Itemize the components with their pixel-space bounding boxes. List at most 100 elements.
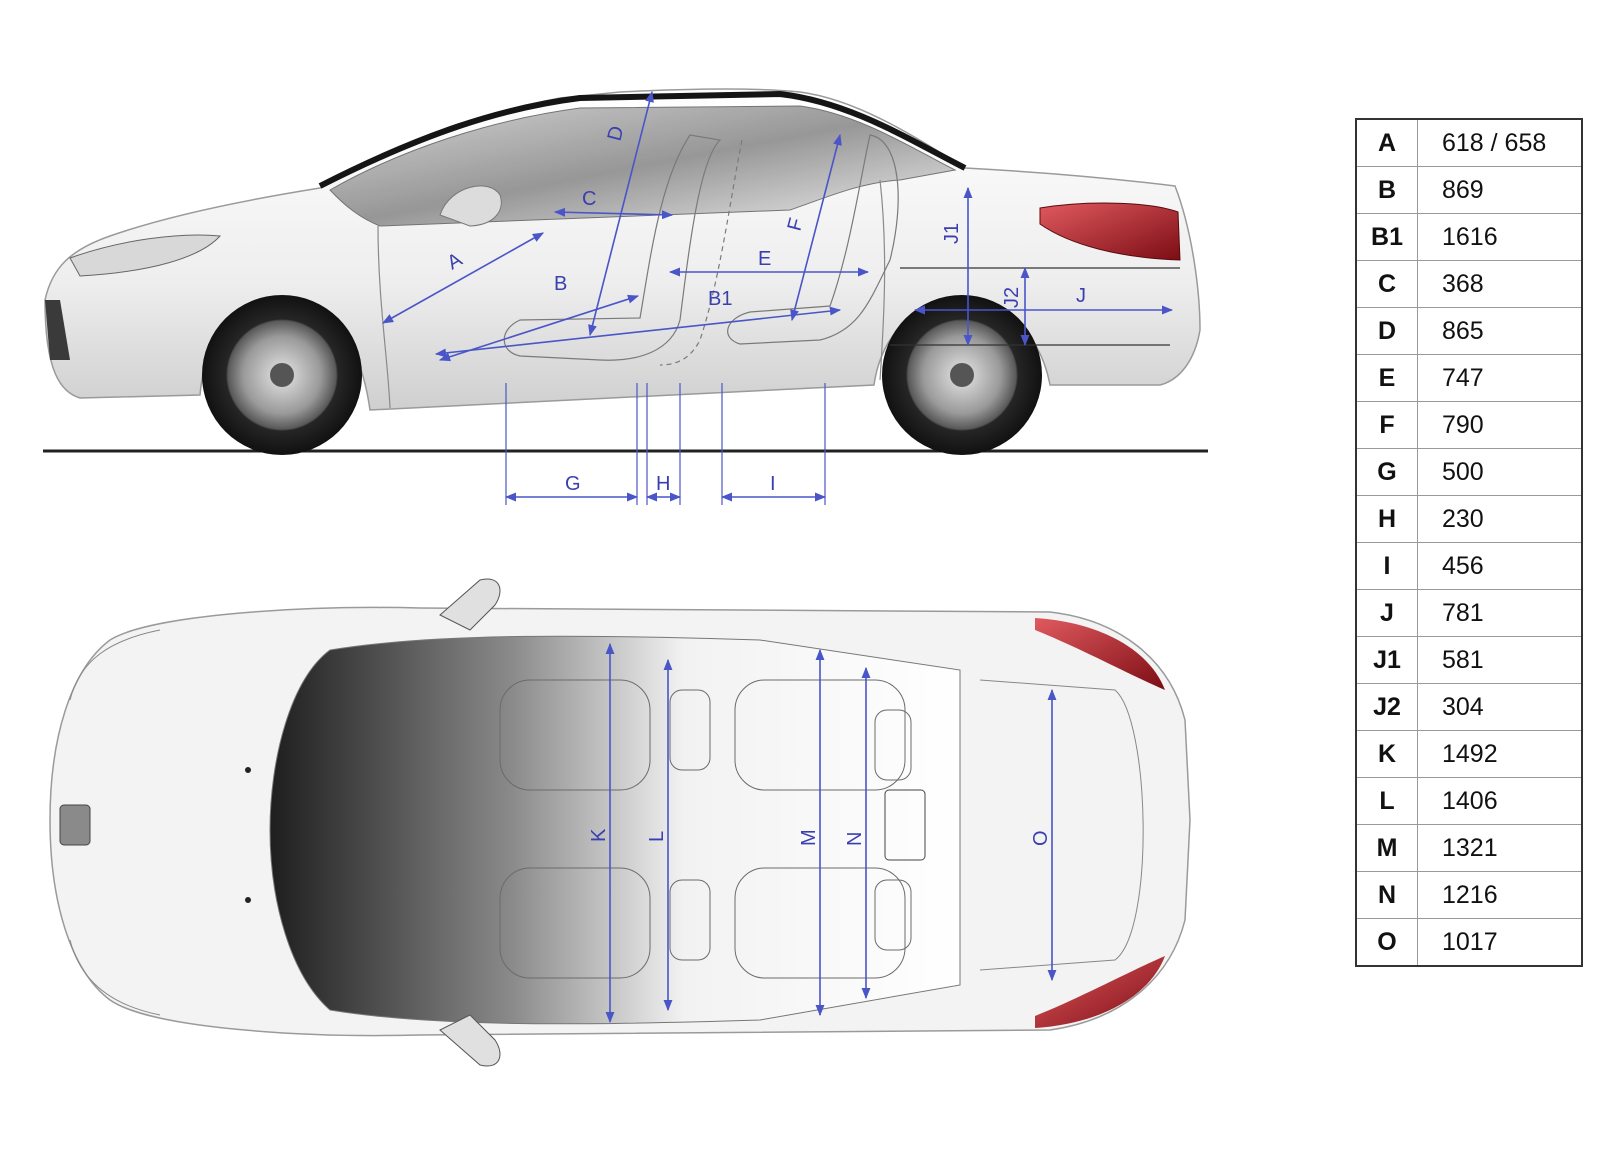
label-J1: J1: [941, 223, 963, 244]
dimension-value: 456: [1417, 542, 1583, 590]
dimension-value: 1406: [1417, 777, 1583, 825]
rear-console: [884, 789, 926, 861]
side-view-car: [43, 88, 1208, 455]
dimension-key: I: [1355, 542, 1418, 590]
tail-light-right: [1035, 956, 1165, 1028]
door-seam-rear: [879, 179, 886, 381]
dimension-key: B1: [1355, 213, 1418, 261]
label-D: D: [604, 124, 629, 144]
dimension-key: F: [1355, 401, 1418, 449]
dimension-value: 790: [1417, 401, 1583, 449]
dimension-key: L: [1355, 777, 1418, 825]
label-F: F: [784, 216, 808, 233]
label-B1: B1: [708, 288, 732, 310]
dimension-key: J1: [1355, 636, 1418, 684]
dimension-value: 747: [1417, 354, 1583, 402]
headrest-rl: [874, 709, 912, 781]
dimension-value: 230: [1417, 495, 1583, 543]
front-wheel: [202, 295, 362, 455]
headlight: [69, 234, 222, 277]
front-grille: [45, 300, 70, 360]
dimension-value: 1216: [1417, 871, 1583, 919]
dimension-key: K: [1355, 730, 1418, 778]
side-dimension-lines: [382, 90, 1174, 505]
side-dimension-labels: A B B1 C D E F G H I J J1 J2: [444, 124, 1087, 495]
dimension-value: 1492: [1417, 730, 1583, 778]
front-badge: [59, 804, 91, 846]
mirror-top-right: [439, 1014, 501, 1067]
label-G: G: [565, 473, 581, 495]
label-C: C: [582, 188, 596, 210]
roof-edge: [318, 90, 967, 189]
front-right-seat: [499, 867, 651, 979]
label-I: I: [770, 473, 776, 495]
boot-lid: [979, 679, 1144, 971]
dimension-value: 865: [1417, 307, 1583, 355]
dim-line-F: [790, 133, 842, 322]
label-M: M: [798, 829, 820, 846]
label-J2: J2: [1001, 287, 1023, 308]
dimension-key: H: [1355, 495, 1418, 543]
dimension-key: J: [1355, 589, 1418, 637]
dimension-value: 304: [1417, 683, 1583, 731]
dim-line-A: [382, 232, 544, 324]
label-H: H: [656, 473, 670, 495]
dimension-value: 781: [1417, 589, 1583, 637]
dimension-value: 1616: [1417, 213, 1583, 261]
door-seam: [377, 225, 391, 409]
dimension-value: 368: [1417, 260, 1583, 308]
label-N: N: [844, 832, 866, 846]
front-left-seat: [499, 679, 651, 791]
dimension-value: 1321: [1417, 824, 1583, 872]
dimension-key: E: [1355, 354, 1418, 402]
label-E: E: [758, 248, 771, 270]
dimension-value: 869: [1417, 166, 1583, 214]
dimension-key: B: [1355, 166, 1418, 214]
dimension-value: 1017: [1417, 918, 1583, 967]
label-B: B: [554, 273, 567, 295]
dimension-value: 500: [1417, 448, 1583, 496]
dim-line-D: [588, 90, 654, 337]
dimension-value: 618 / 658: [1417, 118, 1583, 167]
label-K: K: [588, 828, 610, 842]
mirror-top-left: [439, 578, 501, 631]
bonnet-dot-top: [245, 767, 251, 773]
side-mirror: [439, 185, 502, 227]
dimension-key: A: [1355, 118, 1418, 167]
rear-wheel: [882, 295, 1042, 455]
dimension-key: G: [1355, 448, 1418, 496]
dimension-key: J2: [1355, 683, 1418, 731]
tail-light-left: [1035, 618, 1165, 690]
headrest-rr: [874, 879, 912, 951]
top-view-car: [49, 578, 1191, 1067]
bonnet-dot-bottom: [245, 897, 251, 903]
label-O: O: [1030, 830, 1052, 846]
label-L: L: [646, 831, 668, 842]
dimension-value: 581: [1417, 636, 1583, 684]
top-dimension-labels: K L M N O: [588, 828, 1052, 846]
dimension-key: M: [1355, 824, 1418, 872]
dimension-key: D: [1355, 307, 1418, 355]
label-J: J: [1076, 285, 1086, 307]
bonnet-line: [69, 629, 161, 1016]
top-cabin: [269, 635, 961, 1025]
top-dimension-lines: [605, 642, 1057, 1024]
